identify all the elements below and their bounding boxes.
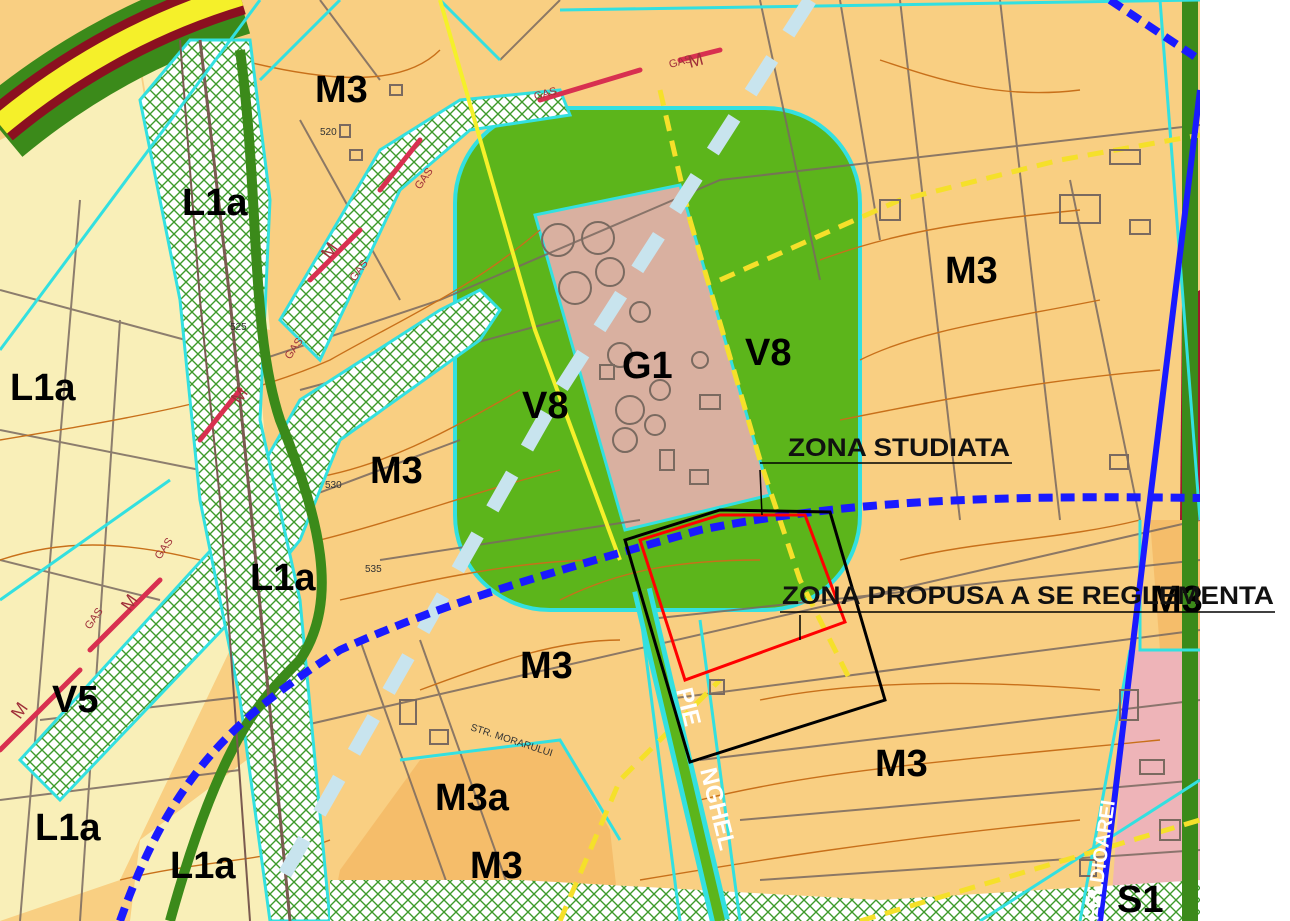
s1-zone-area — [1110, 650, 1200, 921]
zone-label-m3-top: M3 — [315, 69, 368, 111]
zone-label-s1: S1 — [1117, 879, 1163, 921]
zone-label-v8-left: V8 — [522, 385, 568, 427]
zone-label-l1a-bottom: L1a — [170, 845, 236, 887]
m3a-area — [330, 740, 620, 921]
contour-label-525: 525 — [230, 322, 247, 333]
zone-label-m3-se: M3 — [875, 743, 928, 785]
light-blue-dashed-line — [263, 0, 816, 904]
callout-zona-propusa: ZONA PROPUSA A SE REGLEMENTA — [782, 582, 1274, 610]
callout-zona-studiata: ZONA STUDIATA — [788, 434, 1010, 462]
contour-label-535: 535 — [365, 564, 382, 575]
blue-road-right — [1097, 89, 1200, 921]
utility-corridor-vertical — [138, 38, 332, 921]
m-label-3: M — [686, 49, 706, 72]
zone-label-m3-mid: M3 — [370, 450, 423, 492]
zone-label-m3-edge: M3 — [1150, 579, 1203, 621]
zone-label-v8-right: V8 — [745, 332, 791, 374]
zone-label-l1a-left: L1a — [10, 367, 76, 409]
zone-label-l1a-mid: L1a — [250, 557, 316, 599]
contour-lines — [0, 49, 1161, 881]
zona-propusa-boundary — [638, 513, 847, 682]
buildings — [339, 84, 1181, 877]
zone-label-m3-bottom: M3 — [470, 845, 523, 887]
highway-yellow — [0, 0, 244, 134]
utility-corridor-north — [278, 88, 573, 363]
pipeline-line-2 — [179, 39, 251, 921]
gas-lines — [0, 47, 723, 753]
zone-label-v5: V5 — [52, 679, 98, 721]
zone-label-l1a-upper: L1a — [182, 182, 248, 224]
blue-dashed-boundary — [116, 493, 1200, 921]
contour-label-530: 530 — [325, 480, 342, 491]
callout-leader-studied — [759, 469, 763, 516]
zone-label-g1: G1 — [622, 345, 673, 387]
industrial-tanks — [541, 221, 721, 485]
green-strip-west — [165, 49, 327, 921]
utility-corridor-bottom — [330, 880, 1200, 921]
pipeline-line — [198, 39, 292, 921]
blue-dashed-boundary-top — [1107, 0, 1200, 64]
yellow-road — [438, 0, 622, 561]
contour-label-520: 520 — [320, 127, 337, 138]
zone-label-l1a-far: L1a — [35, 807, 101, 849]
gas-label-4: GAS — [533, 85, 559, 103]
zone-label-m3a: M3a — [435, 777, 510, 819]
gas-label-5: GAS — [668, 53, 694, 71]
zone-label-m3-south: M3 — [520, 645, 573, 687]
zona-studiata-boundary — [623, 508, 887, 764]
zone-label-m3-right: M3 — [945, 250, 998, 292]
